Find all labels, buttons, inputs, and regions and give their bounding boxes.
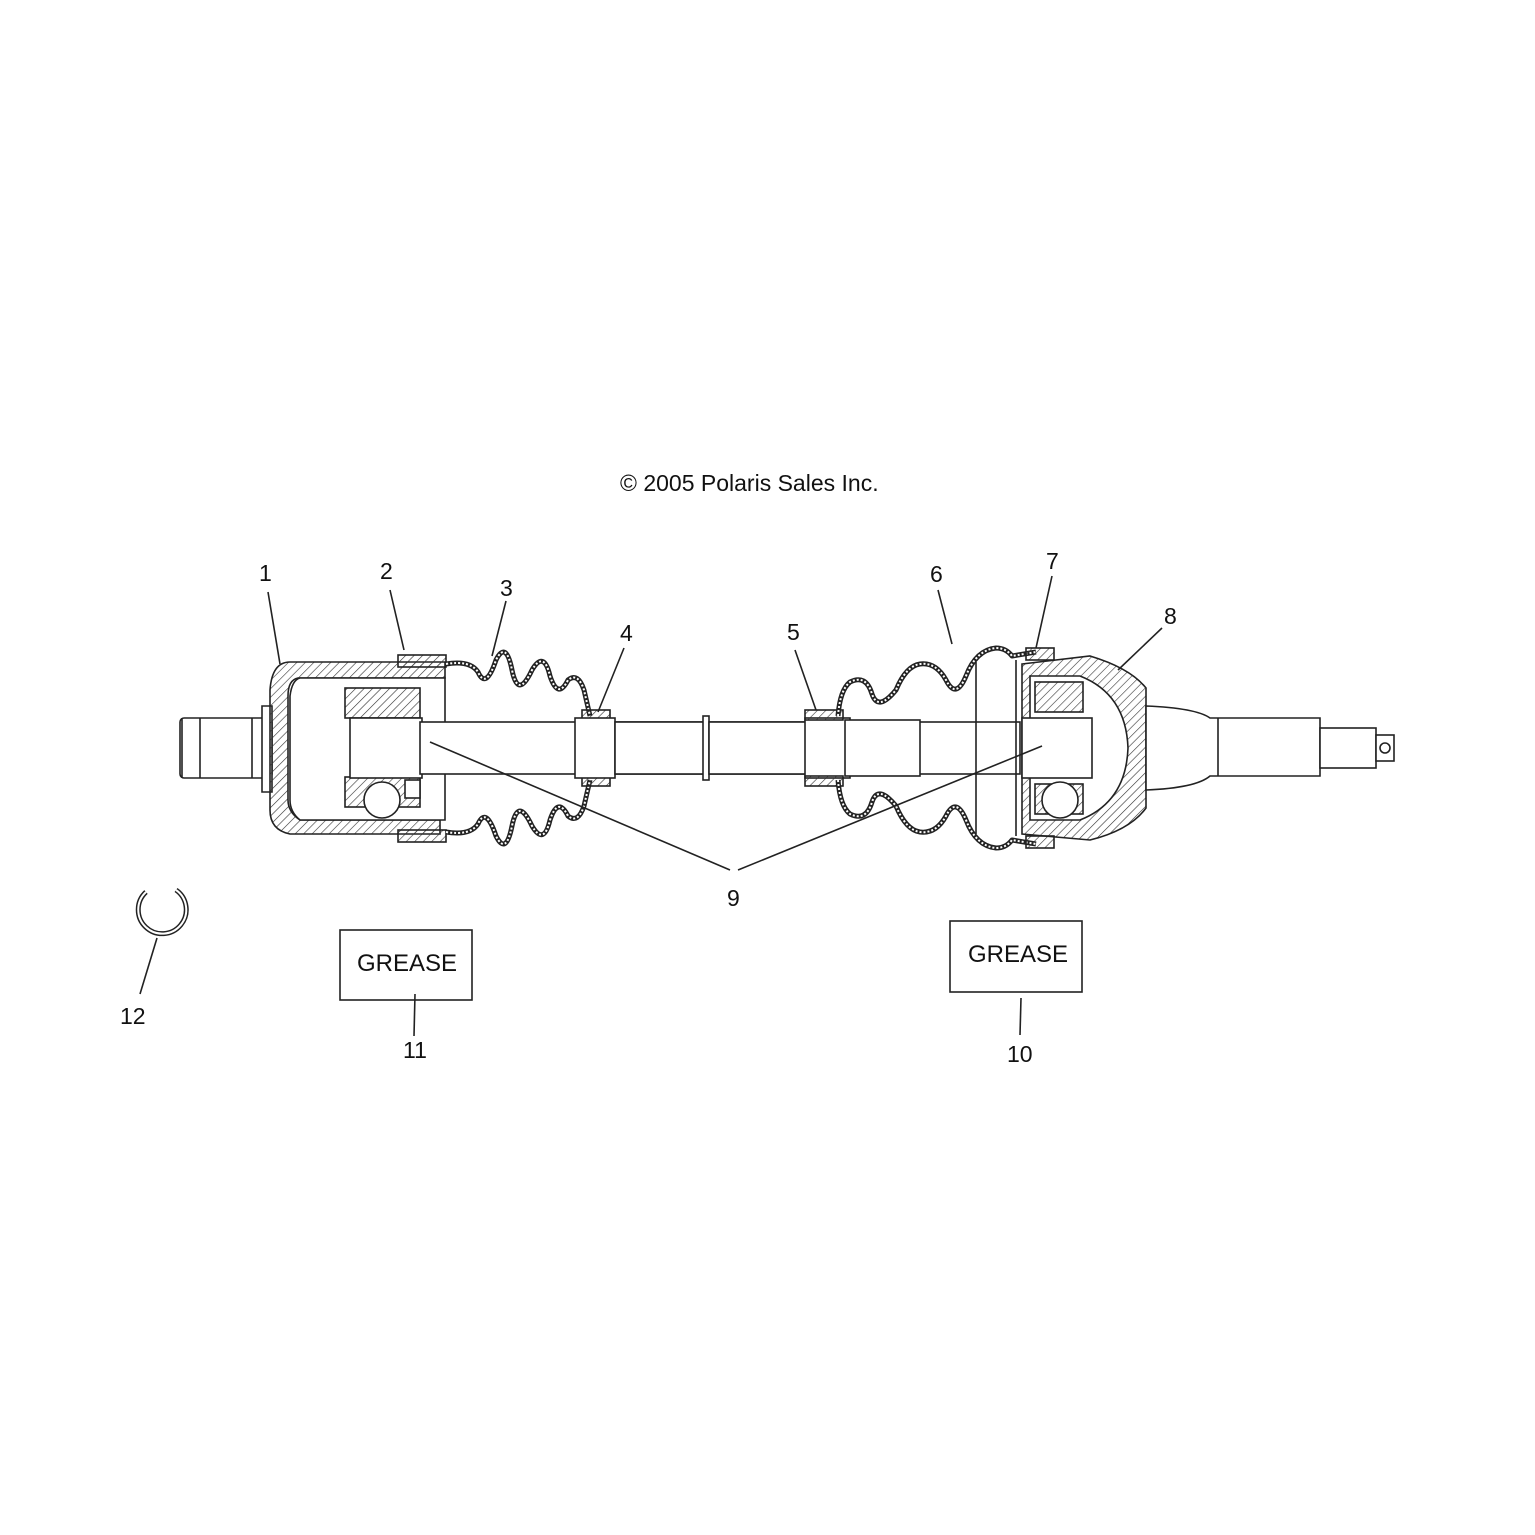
callout-1: 1 [259, 560, 272, 586]
grease-packet-left: GREASE [339, 929, 473, 1001]
callout-11: 11 [403, 1037, 427, 1063]
callout-3: 3 [500, 575, 513, 601]
left-stub-shaft [179, 705, 273, 793]
right-stub-shaft [1145, 705, 1395, 791]
grease-label-left: GREASE [357, 950, 457, 977]
inner-race-left [344, 687, 423, 819]
grease-packet-right: GREASE [949, 920, 1083, 993]
outer-cv-housing-right [1021, 655, 1147, 841]
circlip-ring [135, 887, 189, 937]
callout-4: 4 [620, 620, 633, 646]
callout-numbers: 1 2 3 4 5 6 7 8 9 10 11 12 [120, 548, 1177, 1067]
callout-9: 9 [727, 885, 740, 911]
callout-6: 6 [930, 561, 943, 587]
boot-clamp-left-outer [397, 654, 447, 843]
copyright-text: © 2005 Polaris Sales Inc. [620, 470, 879, 496]
axle-shaft [419, 715, 1021, 781]
grease-label-right: GREASE [968, 941, 1068, 968]
cv-boot-right [835, 645, 1037, 851]
callout-2: 2 [380, 558, 393, 584]
callout-5: 5 [787, 619, 800, 645]
cv-boot-left [445, 649, 593, 847]
callout-7: 7 [1046, 548, 1059, 574]
leader-lines [139, 575, 1163, 1037]
callout-12: 12 [120, 1003, 146, 1029]
boot-clamp-right-inner [804, 709, 844, 787]
callout-8: 8 [1164, 603, 1177, 629]
callout-10: 10 [1007, 1041, 1033, 1067]
